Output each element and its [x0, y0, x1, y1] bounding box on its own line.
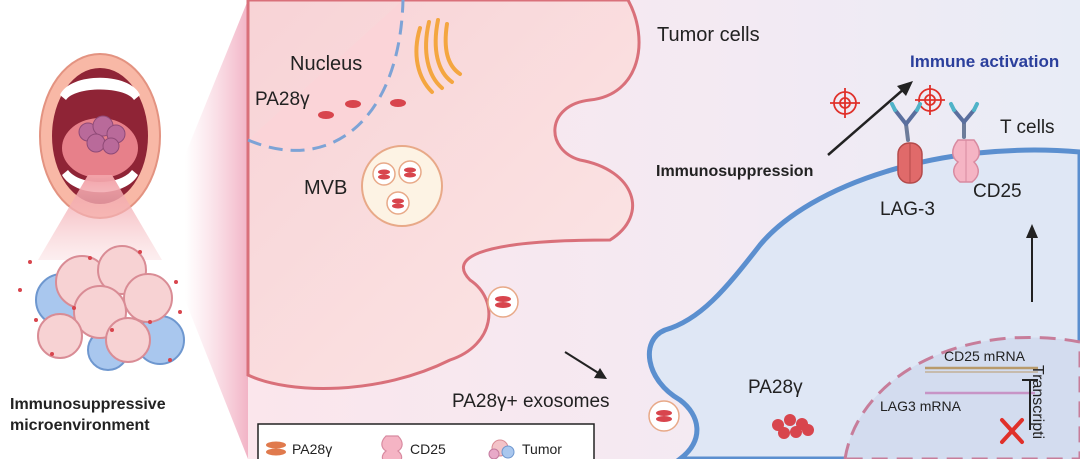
cd25-mrna-label: CD25 mRNA	[944, 348, 1025, 364]
lag3-mrna-label: LAG3 mRNA	[880, 398, 961, 414]
pa28-cluster-icon	[772, 414, 814, 439]
legend-item-tumor: Tumor	[522, 441, 562, 457]
target-icon	[830, 88, 860, 118]
t-cells-label: T cells	[1000, 117, 1055, 138]
cd25-receptor-icon	[952, 139, 980, 183]
legend-item-pa28: PA28γ	[292, 441, 333, 457]
tumor-cluster-illustration	[18, 245, 185, 371]
upregulation-arrow	[1026, 224, 1038, 302]
nucleus-label: Nucleus	[290, 53, 363, 75]
exosome-release-arrow	[564, 351, 607, 379]
lag3-label: LAG-3	[880, 199, 935, 220]
antibody-icon	[890, 102, 922, 142]
pa28-nucleus-label: PA28γ	[255, 89, 310, 110]
legend-box	[257, 423, 595, 459]
exosome-icon	[487, 286, 519, 318]
mouth-illustration	[38, 53, 162, 260]
transcription-label: Transcripti	[1029, 365, 1046, 440]
mvb-label: MVB	[304, 177, 348, 199]
left-caption-line1: Immunosuppressive	[10, 396, 166, 413]
legend-cd25-icon	[381, 435, 403, 459]
pa28-nucleus-proteins	[318, 99, 406, 119]
mvb-icon	[361, 145, 443, 227]
inhibition-marker	[1022, 379, 1038, 430]
legend-tumor-icon	[488, 439, 515, 459]
blocked-x-icon	[1000, 418, 1024, 444]
target-icon	[915, 85, 945, 115]
left-caption-line2: microenvironment	[10, 417, 150, 434]
exosomes-label: PA28γ+ exosomes	[452, 391, 610, 412]
pa28-free-label: PA28γ	[748, 377, 803, 398]
immunosuppression-arrow	[827, 81, 913, 156]
legend-item-cd25: CD25	[410, 441, 446, 457]
legend-pa28-icon	[266, 441, 286, 456]
lag3-receptor-icon	[897, 142, 923, 184]
golgi-icon	[414, 18, 462, 94]
exosome-icon	[648, 400, 680, 432]
cd25-label: CD25	[973, 181, 1022, 202]
antibody-icon	[949, 102, 979, 139]
immunosuppression-label: Immunosuppression	[656, 163, 814, 180]
zoom-wedge	[185, 0, 248, 459]
nucleus-envelope	[247, 0, 405, 152]
immune-activation-label: Immune activation	[910, 52, 1060, 71]
tumor-cells-label: Tumor cells	[657, 24, 760, 46]
